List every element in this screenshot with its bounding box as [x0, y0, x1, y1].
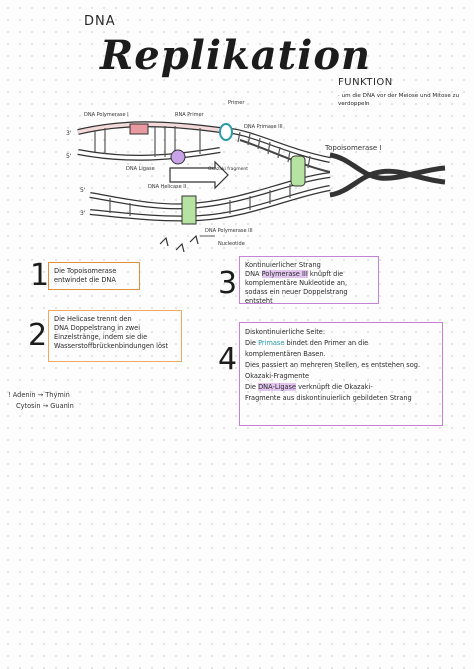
- label-nucleotide: Nucleotide: [218, 241, 245, 247]
- label-5prime-a: 5': [66, 153, 72, 160]
- small-title: DNA: [84, 14, 116, 29]
- label-topoisomerase: Topoisomerase I: [324, 144, 382, 152]
- label-dna-polymerase-3: DNA Polymerase III: [205, 228, 253, 234]
- box2-line1: Die Helicase trennt den: [54, 315, 132, 323]
- box4-line4: Dies passiert an mehreren Stellen, es en…: [245, 361, 421, 369]
- nucleotide-icons: [159, 234, 199, 253]
- box4-line6: Die DNA-Ligase verknüpft die Okazaki-: [245, 383, 373, 391]
- box2-line3: Einzelstränge, indem sie die: [54, 333, 148, 341]
- step-number-3: 3: [218, 266, 238, 301]
- topoisomerase-icon: [290, 152, 446, 198]
- box3-line1: Kontinuierlicher Strang: [245, 261, 321, 269]
- label-dna-helicase: DNA Helicase II: [148, 184, 186, 190]
- box1-line1: Die Topoisomerase: [54, 267, 117, 275]
- label-dna-primase: DNA Primase III: [244, 124, 283, 130]
- box3-line2: DNA Polymerase III knüpft die: [245, 270, 344, 278]
- box4-line1: Diskontinuierliche Seite:: [245, 328, 326, 336]
- note-line2: Cytosin → Guanin: [16, 402, 74, 410]
- step-number-1: 1: [30, 258, 50, 293]
- step-number-2: 2: [28, 318, 48, 353]
- base-pairing-note: ! Adenin → Thymin Cytosin → Guanin: [8, 390, 74, 412]
- label-okazaki: Okazaki fragment: [208, 166, 248, 172]
- box2-line4: Wasserstoffbrückenbindungen löst: [54, 342, 169, 350]
- primase-icon: [219, 123, 233, 141]
- label-5prime-b: 5': [80, 187, 86, 194]
- box4-line5: Okazaki-Fragmente: [245, 372, 310, 380]
- funktion-heading: FUNKTION: [338, 77, 393, 88]
- rna-primer-block: [129, 123, 149, 135]
- box4-line2: Die Primase bindet den Primer an die: [245, 339, 369, 347]
- box3-line3: komplementäre Nukleotide an,: [245, 279, 348, 287]
- ligase-highlight: DNA-Ligase: [258, 383, 297, 391]
- polymerase-highlight: Polymerase III: [261, 270, 308, 278]
- note-line1: ! Adenin → Thymin: [8, 391, 70, 399]
- label-rna-primer: RNA Primer: [175, 112, 205, 118]
- page-title: Replikation: [100, 32, 372, 79]
- step-box-1: Die Topoisomerase entwindet die DNA: [48, 262, 140, 290]
- step-box-3: Kontinuierlicher Strang DNA Polymerase I…: [239, 256, 379, 305]
- box1-line2: entwindet die DNA: [54, 276, 116, 284]
- label-3prime-a: 3': [66, 130, 72, 137]
- label-dna-ligase: DNA Ligase: [126, 166, 155, 172]
- parent-helix: [77, 121, 221, 161]
- box3-line4: sodass ein neuer Doppelstrang entsteht: [245, 288, 348, 305]
- dna-ligase-icon: [170, 149, 186, 165]
- primase-highlight: Primase: [258, 339, 285, 347]
- step-box-2: Die Helicase trennt den DNA Doppelstrang…: [48, 310, 182, 362]
- label-3prime-b: 3': [80, 210, 86, 217]
- step-box-4: Diskontinuierliche Seite: Die Primase bi…: [239, 322, 443, 426]
- funktion-text: · um die DNA vor der Meiose und Mitose z…: [338, 93, 460, 107]
- box4-line3: komplementären Basen.: [245, 350, 326, 358]
- dna-replication-diagram: DNA Polymerase I RNA Primer Primer DNA P…: [66, 100, 446, 253]
- helicase-arrow-icon: [169, 160, 229, 190]
- step-number-4: 4: [218, 342, 238, 377]
- label-primer: Primer: [228, 100, 245, 106]
- dna-polymerase-3-block: [181, 195, 197, 225]
- label-dna-polymerase-1: DNA Polymerase I: [84, 112, 129, 118]
- box4-line7: Fragmente aus diskontinuierlich gebildet…: [245, 394, 412, 402]
- box2-line2: DNA Doppelstrang in zwei: [54, 324, 141, 332]
